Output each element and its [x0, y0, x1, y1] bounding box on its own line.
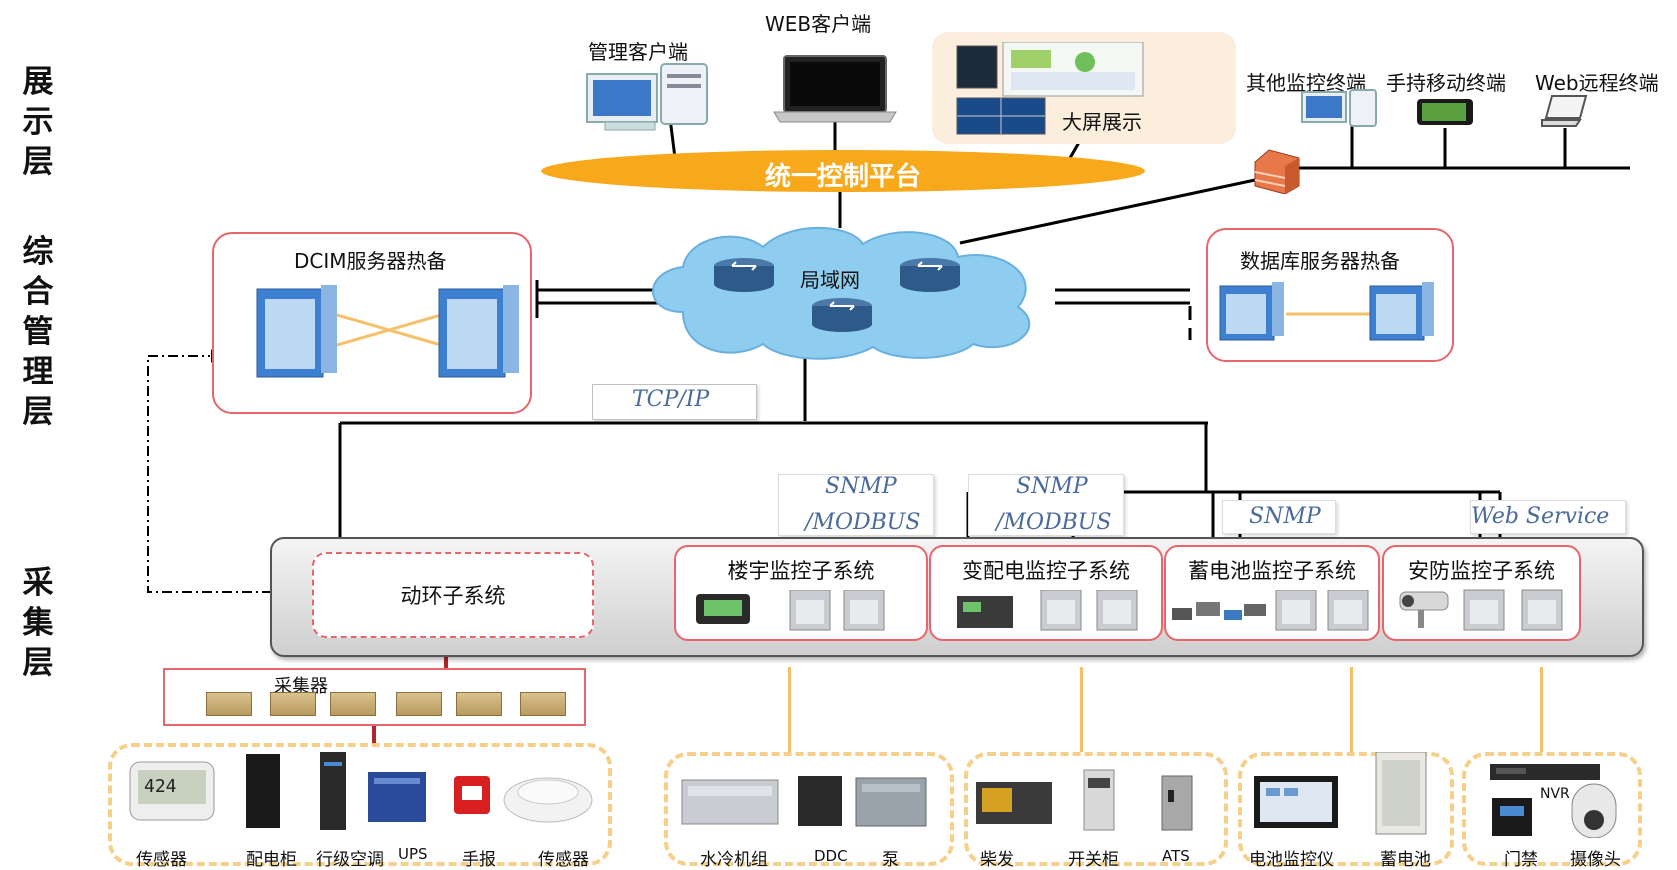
web-client-label: WEB客户端 — [765, 12, 872, 36]
web-remote-label: Web远程终端 — [1535, 71, 1659, 95]
env-subsystem-label: 动环子系统 — [400, 584, 506, 608]
tcpip-frame — [592, 384, 757, 420]
protocol-modbus-2: /MODBUS — [996, 510, 1112, 535]
protocol-snmp-2: SNMP — [1016, 474, 1088, 499]
env-subsystem-box — [312, 552, 594, 638]
device-label-battery-monitor: 电池监控仪 — [1249, 850, 1334, 870]
dcim-servers-icon — [256, 285, 519, 378]
collector-unit-1 — [206, 692, 252, 716]
layer-label-collection: 采 集 层 — [22, 565, 54, 681]
group2-devices-icon — [681, 776, 927, 827]
device-label-diesel-generator: 柴发 — [980, 850, 1014, 870]
laptop-icon — [773, 55, 897, 123]
device-label-manual-alarm: 手报 — [462, 850, 496, 870]
db-label: 数据库服务器热备 — [1240, 249, 1400, 273]
layer-label-management: 综 合 管 理 层 — [22, 234, 54, 430]
protocol-frame-4 — [1470, 500, 1626, 534]
group5-devices-icon — [1490, 764, 1617, 838]
device-label-ats: ATS — [1162, 847, 1190, 865]
device-label-ups: UPS — [398, 845, 428, 863]
device-label-battery: 蓄电池 — [1380, 850, 1431, 870]
device-label-ddc: DDC — [814, 847, 848, 865]
protocol-webservice: Web Service — [1471, 504, 1610, 529]
connector-security — [1540, 667, 1543, 755]
security-devices-icon — [1399, 589, 1563, 631]
tcpip-label: TCP/IP — [632, 387, 710, 412]
svg-text:424: 424 — [144, 776, 177, 797]
router-icon-1 — [714, 258, 774, 292]
protocol-snmp-3: SNMP — [1249, 504, 1321, 529]
device-label-sensor-2: 传感器 — [538, 850, 589, 870]
battery-subsystem-label: 蓄电池监控子系统 — [1188, 559, 1356, 583]
security-subsystem-label: 安防监控子系统 — [1408, 559, 1555, 583]
db-servers-icon — [1219, 282, 1434, 341]
lan-label: 局域网 — [800, 268, 860, 292]
dcim-label: DCIM服务器热备 — [294, 249, 447, 273]
device-label-switchgear: 开关柜 — [1068, 850, 1119, 870]
big-screen-label: 大屏展示 — [1062, 110, 1142, 134]
group4-devices-icon — [1254, 752, 1427, 835]
protocol-snmp-1: SNMP — [825, 474, 897, 499]
big-screen-icon — [956, 42, 1144, 135]
platform-ellipse — [541, 150, 1145, 192]
monitor-terminal-icon — [1301, 89, 1377, 127]
platform-label: 统一控制平台 — [764, 162, 921, 192]
device-label-nvr: NVR — [1540, 786, 1570, 802]
group1-devices-icon: 424 — [129, 752, 593, 830]
protocol-frame-3 — [1222, 500, 1336, 534]
router-icon-2 — [900, 258, 960, 292]
power-subsystem-label: 变配电监控子系统 — [962, 559, 1130, 583]
router-icon-3 — [812, 298, 872, 332]
power-devices-icon — [957, 590, 1138, 631]
building-devices-icon — [696, 590, 885, 631]
device-label-distribution-cabinet: 配电柜 — [246, 850, 297, 870]
group3-devices-icon — [976, 769, 1193, 831]
collector-unit-5 — [456, 692, 502, 716]
collector-unit-3 — [330, 692, 376, 716]
building-subsystem-label: 楼宇监控子系统 — [727, 559, 875, 583]
collector-unit-2 — [270, 692, 316, 716]
protocol-modbus-1: /MODBUS — [805, 510, 921, 535]
tablet-icon — [1417, 99, 1473, 125]
layer-label-display: 展 示 层 — [22, 64, 54, 180]
collector-unit-6 — [520, 692, 566, 716]
collector-unit-4 — [396, 692, 442, 716]
device-label-row-ac: 行级空调 — [316, 850, 384, 870]
collector-label: 采集器 — [274, 676, 328, 697]
desktop-computer-icon — [586, 63, 708, 131]
device-label-access-control: 门禁 — [1504, 850, 1538, 870]
device-label-sensor-1: 传感器 — [136, 850, 187, 870]
protocol-frame-1 — [778, 474, 934, 536]
mgmt-client-label: 管理客户端 — [588, 40, 688, 64]
connector-power — [1080, 667, 1083, 755]
battery-devices-icon — [1172, 590, 1369, 631]
device-label-camera: 摄像头 — [1570, 850, 1621, 870]
connector-building — [788, 667, 791, 755]
device-label-pump: 泵 — [882, 850, 899, 870]
firewall-icon — [1254, 149, 1300, 194]
device-label-chiller: 水冷机组 — [700, 850, 768, 870]
protocol-frame-2 — [968, 474, 1124, 536]
connector-battery — [1350, 667, 1353, 755]
laptop-remote-icon — [1541, 95, 1588, 127]
mobile-terminal-label: 手持移动终端 — [1386, 71, 1506, 95]
